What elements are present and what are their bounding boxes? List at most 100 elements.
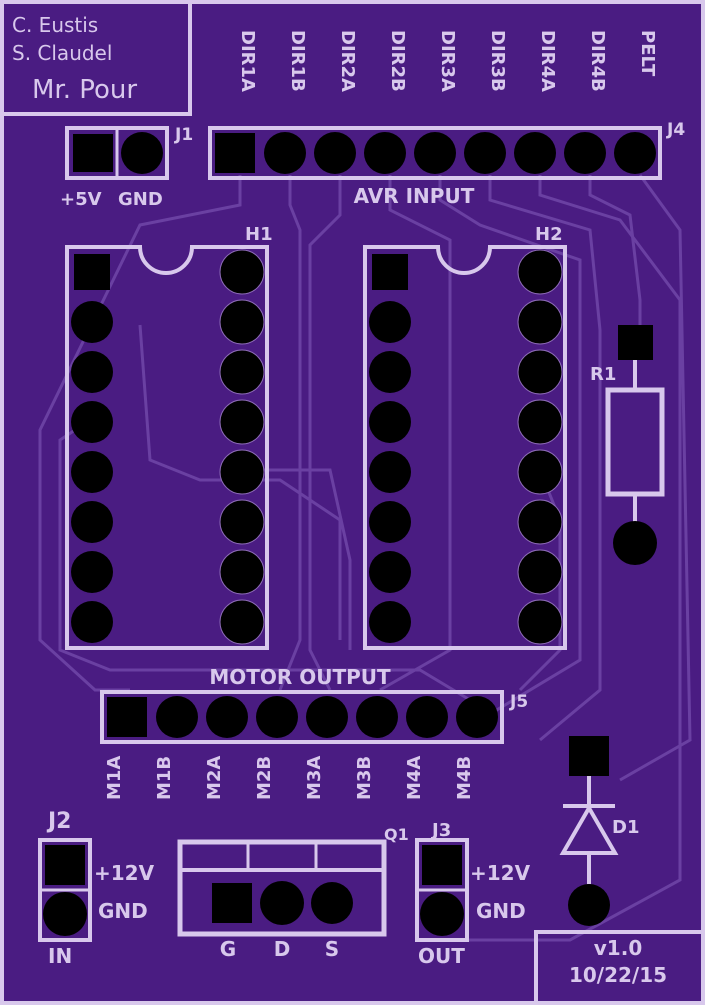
h2-pin-12 (517, 449, 563, 495)
h2-pin-10 (517, 549, 563, 595)
j5-pin-label-4: M2B (254, 756, 275, 800)
j4-pads (215, 132, 656, 174)
h1-pin-8 (71, 601, 113, 643)
j4-pad-5 (414, 132, 456, 174)
j4-pad-6 (464, 132, 506, 174)
j3-label: OUT (418, 944, 465, 968)
h1-pin-14 (219, 349, 265, 395)
h2-pin-13 (517, 399, 563, 445)
j5-pad-7 (406, 696, 448, 738)
j1-pin-label-1: +5V (60, 189, 102, 210)
h2-pin-15 (517, 299, 563, 345)
h1-outline (65, 245, 269, 650)
j4-pad-7 (514, 132, 556, 174)
j4-pin-label-7: DIR4A (537, 30, 558, 92)
h1-pin-7 (71, 551, 113, 593)
j4-pad-8 (564, 132, 606, 174)
j2-pad-1 (45, 845, 85, 885)
j5-outline (100, 690, 504, 744)
h1-ref: H1 (245, 224, 273, 245)
j5-pin-label-6: M3B (354, 756, 375, 800)
j5-ref: J5 (509, 692, 528, 712)
q1-pad-d (260, 881, 304, 925)
r1-pad-2 (613, 521, 657, 565)
h2-pin-7 (369, 551, 411, 593)
j5-pads (107, 696, 498, 738)
j4-outline (208, 126, 662, 180)
j4-pin-label-2: DIR1B (287, 30, 308, 92)
j3-ref: J3 (430, 820, 451, 841)
d1-pad-2 (568, 884, 610, 926)
h1-pin-16 (219, 249, 265, 295)
j4-pad-4 (364, 132, 406, 174)
j2-ref: J2 (46, 809, 72, 834)
j4-pin-label-4: DIR2B (387, 30, 408, 92)
r1-pad-1 (618, 325, 653, 360)
j5-pin-label-1: M1A (104, 756, 125, 800)
j5-pad-1 (107, 697, 147, 737)
j1-pad-2 (121, 132, 163, 174)
h1-pin-5 (71, 451, 113, 493)
j4-pin-label-5: DIR3A (437, 30, 458, 92)
h1-pin-3 (71, 351, 113, 393)
j5-pad-5 (306, 696, 348, 738)
j3-pin-label-1: +12V (470, 861, 531, 885)
d1-ref: D1 (612, 817, 639, 838)
h2-pin-9 (517, 599, 563, 645)
h1-pins (71, 249, 265, 645)
h1-pin-1 (74, 254, 110, 290)
j4-pad-3 (314, 132, 356, 174)
h2-pin-8 (369, 601, 411, 643)
h2-pin-4 (369, 401, 411, 443)
j2-pin-label-1: +12V (94, 861, 155, 885)
version-frame (534, 930, 702, 1002)
j5-pad-2 (156, 696, 198, 738)
j2-label: IN (48, 944, 72, 968)
h1-pin-11 (219, 499, 265, 545)
version-number: v1.0 (594, 936, 642, 960)
q1-pin-label-g: G (220, 937, 236, 961)
j4-title: AVR INPUT (354, 184, 475, 208)
q1-ref: Q1 (384, 825, 409, 844)
h1-socket (65, 245, 269, 650)
h2-pin-16 (517, 249, 563, 295)
q1-pad-g (212, 883, 252, 923)
h2-pin-14 (517, 349, 563, 395)
j5-pin-label-3: M2A (204, 756, 225, 800)
h1-pin-9 (219, 599, 265, 645)
j1-ref: J1 (174, 125, 193, 145)
j5-pad-6 (356, 696, 398, 738)
j2-pad-2 (43, 892, 87, 936)
credit-line-3: Mr. Pour (32, 75, 137, 105)
j1-pad-1 (73, 134, 113, 172)
h1-pin-13 (219, 399, 265, 445)
j3-pin-label-2: GND (476, 899, 526, 923)
j4-pad-1 (215, 133, 255, 173)
h2-pin-3 (369, 351, 411, 393)
j4-pin-label-9: PELT (637, 30, 658, 77)
j5-pin-label-7: M4A (404, 756, 425, 800)
j5-pin-label-2: M1B (154, 756, 175, 800)
j4-pad-9 (614, 132, 656, 174)
h2-socket (363, 245, 567, 650)
credits-frame (4, 4, 192, 116)
credit-line-2: S. Claudel (12, 41, 112, 65)
q1-pin-label-s: S (325, 937, 339, 961)
h1-pin-4 (71, 401, 113, 443)
q1-pin-label-d: D (274, 937, 291, 961)
h2-pins (369, 249, 563, 645)
h2-ref: H2 (535, 224, 563, 245)
j4-pin-label-6: DIR3B (487, 30, 508, 92)
q1-outline (177, 839, 387, 937)
h1-pin-2 (71, 301, 113, 343)
q1-pad-s (311, 882, 353, 924)
h1-pin-6 (71, 501, 113, 543)
j4-pad-2 (264, 132, 306, 174)
j2-pin-label-2: GND (98, 899, 148, 923)
h2-pin-11 (517, 499, 563, 545)
j4-pin-label-3: DIR2A (337, 30, 358, 92)
r1-ref: R1 (590, 364, 616, 385)
